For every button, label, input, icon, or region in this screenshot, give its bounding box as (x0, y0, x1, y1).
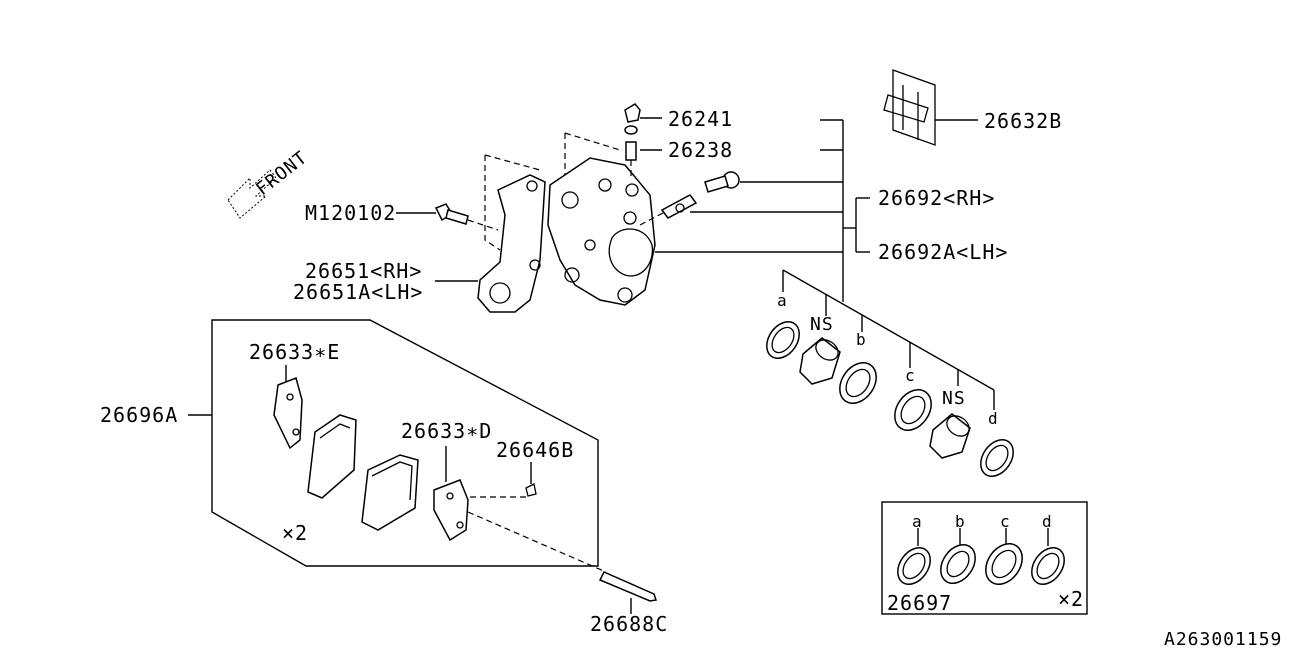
label-c-2: c (1000, 512, 1011, 531)
pad-pin-drawing (598, 571, 657, 602)
caliper-bracket-drawing (477, 154, 546, 313)
label-ns-2: NS (942, 388, 966, 409)
label-x2-pads: ×2 (282, 521, 308, 545)
label-26651-rh: 26651<RH> (305, 259, 422, 283)
front-arrow-icon: FRONT (227, 147, 312, 219)
seal-kit-box (881, 501, 1088, 615)
pad-clip-drawing (883, 69, 936, 146)
label-x2-kit: ×2 (1058, 587, 1084, 611)
guide-pin-boot-drawing (639, 171, 740, 226)
label-a-2: a (912, 512, 923, 531)
caliper-body-drawing (547, 132, 656, 306)
label-26633-e: 26633∗E (249, 340, 340, 364)
label-26632b: 26632B (984, 109, 1062, 133)
label-26633-d: 26633∗D (401, 419, 492, 443)
label-b-1: b (856, 330, 867, 349)
label-ns-1: NS (810, 314, 834, 335)
label-26688c: 26688C (590, 612, 668, 636)
label-c-1: c (905, 366, 916, 385)
brake-pads-drawing (273, 365, 607, 573)
seal-callout-lines (782, 269, 995, 410)
leader-lines (188, 117, 978, 614)
seals-pistons-drawing (766, 321, 1014, 477)
label-26692-rh: 26692<RH> (878, 186, 995, 210)
label-26692a-lh: 26692A<LH> (878, 240, 1008, 264)
label-26651a-lh: 26651A<LH> (293, 280, 423, 304)
bleeder-screw-drawing (624, 103, 641, 180)
pad-kit-outline (211, 319, 599, 567)
label-a-1: a (777, 291, 788, 310)
label-m120102: M120102 (305, 201, 396, 225)
label-b-2: b (955, 512, 966, 531)
label-26646b: 26646B (496, 438, 574, 462)
label-26696a: 26696A (100, 403, 178, 427)
label-d-1: d (988, 409, 999, 428)
label-26238: 26238 (668, 138, 733, 162)
label-d-2: d (1042, 512, 1053, 531)
label-26697: 26697 (887, 591, 952, 615)
diagram-id: A263001159 (1164, 629, 1282, 650)
label-26241: 26241 (668, 107, 733, 131)
bolt-drawing (434, 203, 499, 231)
front-label: FRONT (252, 147, 312, 200)
